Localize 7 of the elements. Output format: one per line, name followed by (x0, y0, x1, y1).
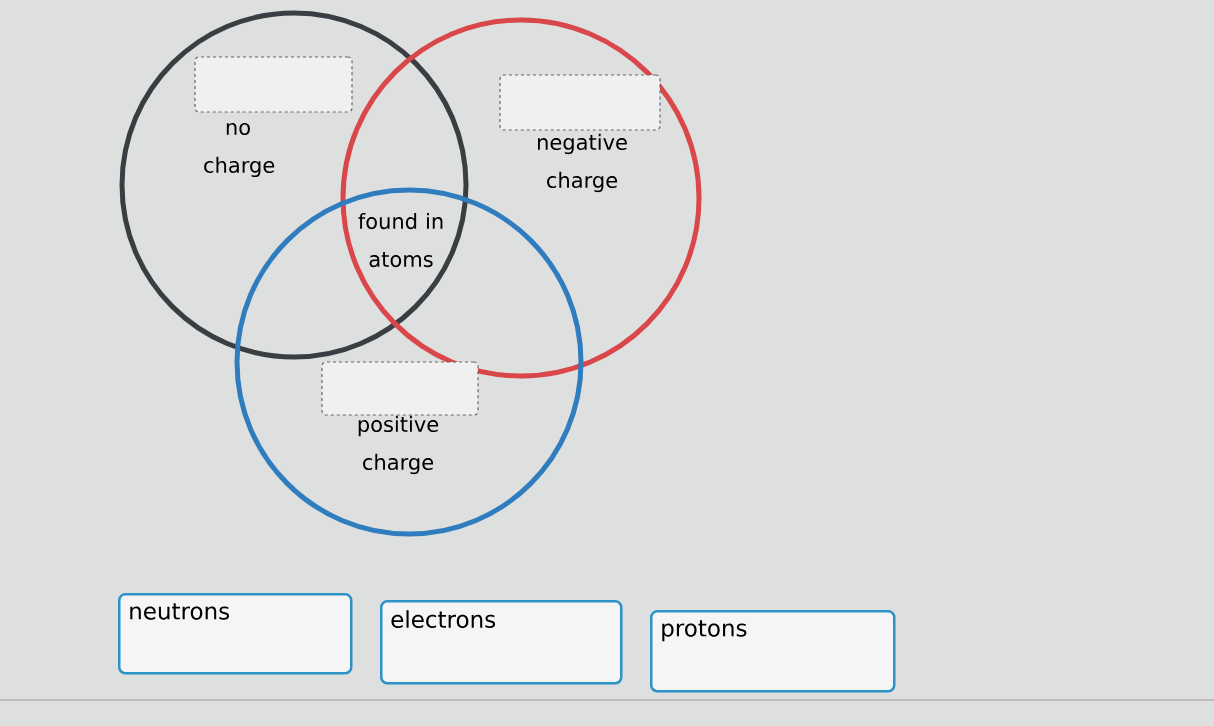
answer-card: protons (650, 610, 896, 693)
drop-slot (194, 56, 353, 113)
overlap-label: found in atoms (358, 212, 443, 268)
drop-slot (499, 74, 661, 131)
answer-card: neutrons (118, 593, 353, 675)
drop-slot (321, 361, 479, 416)
answer-card: electrons (380, 600, 623, 685)
